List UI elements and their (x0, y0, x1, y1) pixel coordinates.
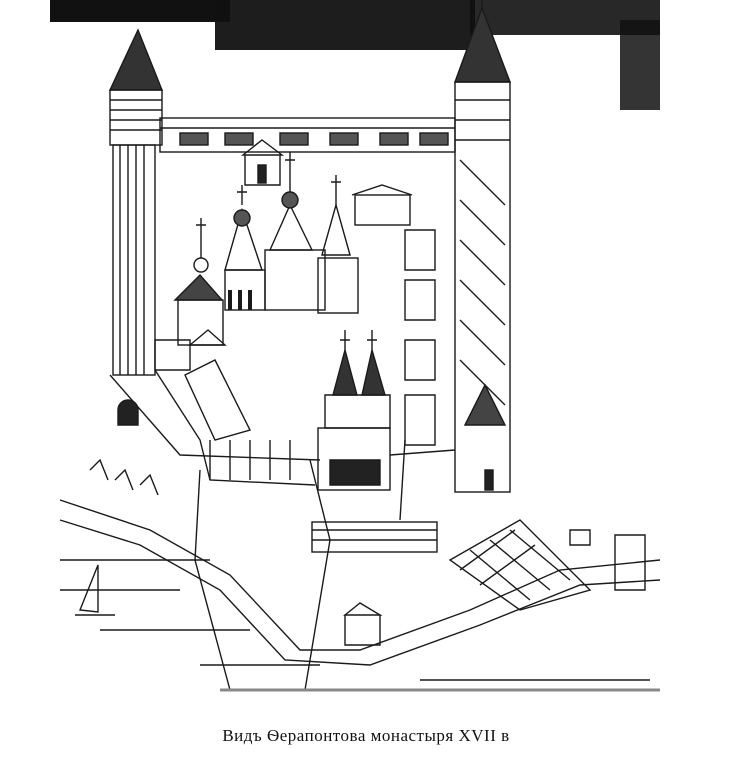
scan-shadow (50, 0, 660, 110)
monastery-drawing (50, 0, 661, 692)
walls (109, 229, 456, 486)
outer-landscape (59, 439, 661, 692)
gate-church (317, 330, 391, 491)
churches (154, 152, 413, 371)
top-wall (159, 117, 456, 186)
left-tower (108, 28, 164, 376)
figure-caption: Видъ Ѳерапонтова монастыря XVII в (222, 726, 510, 745)
right-tower (453, 0, 512, 493)
